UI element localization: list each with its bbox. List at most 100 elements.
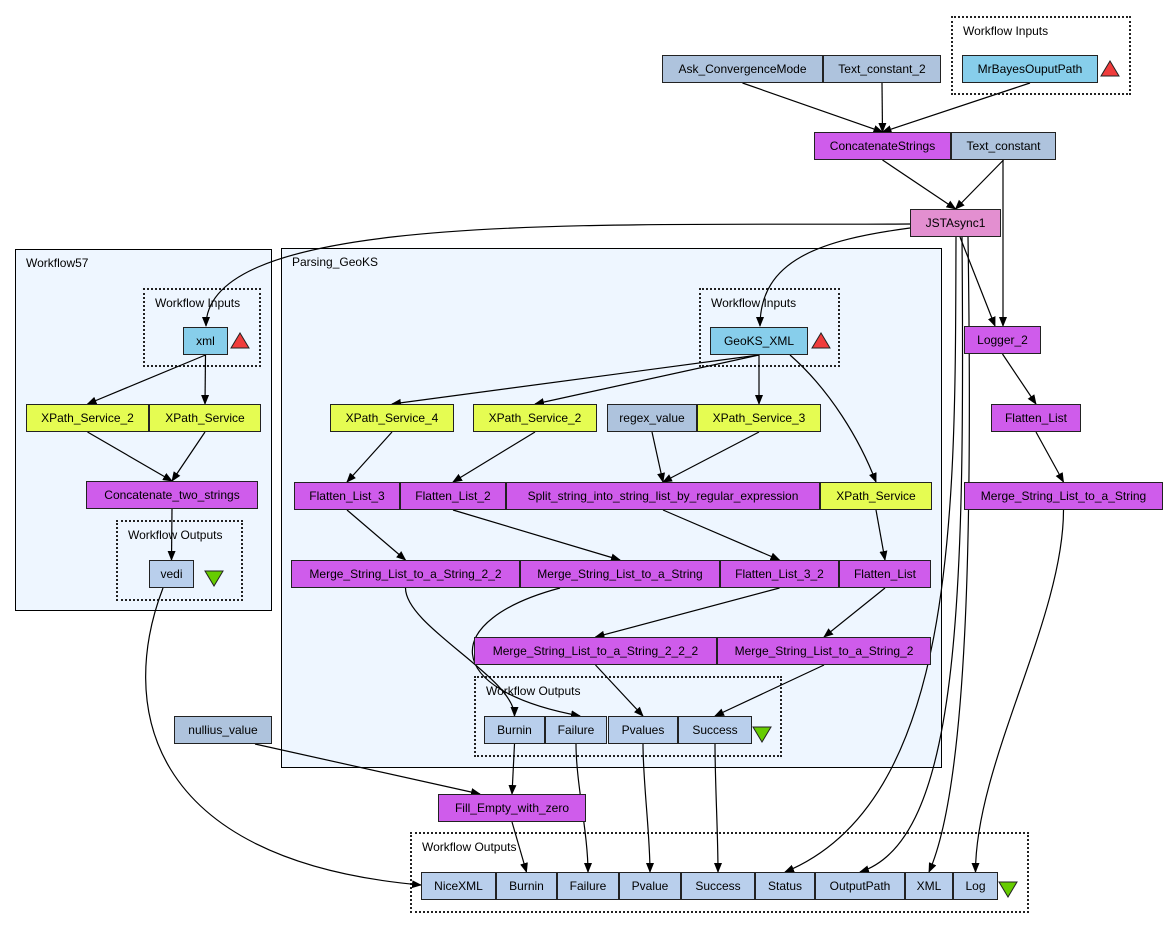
edge-m-to-o_failure: [471, 587, 581, 719]
node-burnin[interactable]: Burnin: [496, 872, 557, 900]
edge-mrb-to-concat: [881, 82, 1031, 133]
node-r-merge[interactable]: Merge_String_List_to_a_String: [964, 482, 1163, 510]
workflow-output-marker-icon: [204, 570, 224, 587]
cluster-label: Workflow57: [26, 256, 89, 270]
edge-fl32-to-m222: [594, 587, 780, 639]
edge-jst-to-geoks: [756, 227, 911, 327]
edge-ask-to-concat: [742, 82, 884, 133]
edge-w57_xp-to-cat2: [171, 431, 206, 482]
node-m222[interactable]: Merge_String_List_to_a_String_2_2_2: [474, 637, 717, 665]
node-m22[interactable]: Merge_String_List_to_a_String_2_2: [291, 560, 520, 588]
workflow-output-marker-icon: [998, 881, 1018, 898]
edge-r_fl-to-r_merge: [1035, 431, 1065, 483]
node-w57-xp[interactable]: XPath_Service: [149, 404, 261, 432]
edge-split-to-fl32: [662, 509, 781, 561]
node-tc[interactable]: Text_constant: [951, 132, 1056, 160]
edge-fl3-to-m22: [346, 509, 407, 561]
edge-o_success-to-success: [713, 743, 722, 873]
node-ask[interactable]: Ask_ConvergenceMode: [662, 55, 823, 83]
edge-xp3-to-split: [662, 431, 760, 483]
edge-o_pvalues-to-pvalue: [642, 743, 654, 873]
node-m[interactable]: Merge_String_List_to_a_String: [520, 560, 720, 588]
node-o-pvalues[interactable]: Pvalues: [608, 716, 678, 744]
edge-p_xp-to-p_fl: [875, 509, 888, 561]
node-regex[interactable]: regex_value: [607, 404, 697, 432]
cluster-label: Workflow Inputs: [155, 296, 241, 310]
edge-concat-to-jst: [882, 159, 957, 210]
edge-m22-to-o_burnin: [404, 587, 519, 717]
parsing-inputs: Workflow Inputs: [699, 288, 840, 367]
node-cat2[interactable]: Concatenate_two_strings: [86, 481, 258, 509]
edge-geoks-to-p_xp2: [534, 354, 760, 406]
node-log[interactable]: Log: [953, 872, 998, 900]
edge-tc2-to-concat: [878, 82, 887, 133]
node-vedi[interactable]: vedi: [149, 560, 194, 588]
node-fl2[interactable]: Flatten_List_2: [400, 482, 506, 510]
edge-tc-to-jst: [954, 159, 1004, 210]
edge-nullius-to-fill: [254, 743, 481, 796]
edge-xp4-to-fl3: [346, 431, 393, 483]
top-workflow-inputs: Workflow Inputs: [951, 16, 1131, 95]
node-logger[interactable]: Logger_2: [964, 326, 1041, 354]
edge-jst-to-outputpath: [859, 236, 964, 874]
edge-o_burnin-to-fill: [508, 743, 517, 795]
edge-xml-to-w57_xp2: [86, 354, 206, 405]
node-xml[interactable]: xml: [183, 327, 228, 355]
node-geoks[interactable]: GeoKS_XML: [710, 327, 808, 355]
node-outputpath[interactable]: OutputPath: [815, 872, 905, 900]
edge-regex-to-split: [651, 431, 665, 483]
cluster-label: Workflow Outputs: [128, 528, 223, 542]
workflow57-outputs: Workflow Outputs: [116, 520, 243, 601]
edge-jst-to-xml: [202, 223, 911, 327]
node-mrb[interactable]: MrBayesOuputPath: [962, 55, 1098, 83]
workflow-input-marker-icon: [1100, 60, 1120, 77]
node-p-xp[interactable]: XPath_Service: [820, 482, 932, 510]
node-fill[interactable]: Fill_Empty_with_zero: [438, 794, 586, 822]
workflow-output-marker-icon: [752, 726, 772, 743]
node-xmlout[interactable]: XML: [905, 872, 953, 900]
cluster-label: Workflow Inputs: [963, 24, 1049, 38]
node-r-fl[interactable]: Flatten_List: [991, 404, 1081, 432]
node-w57-xp2[interactable]: XPath_Service_2: [26, 404, 149, 432]
node-p-fl[interactable]: Flatten_List: [839, 560, 931, 588]
node-o-success[interactable]: Success: [678, 716, 752, 744]
node-fl3[interactable]: Flatten_List_3: [294, 482, 400, 510]
edge-xml-to-w57_xp: [201, 354, 210, 405]
edge-vedi-to-nicexml: [145, 587, 422, 889]
edge-geoks-to-xp4: [391, 354, 760, 407]
node-p-xp2[interactable]: XPath_Service_2: [473, 404, 597, 432]
node-failure[interactable]: Failure: [557, 872, 619, 900]
edge-cat2-to-vedi: [167, 508, 176, 561]
node-split[interactable]: Split_string_into_string_list_by_regular…: [506, 482, 820, 510]
edge-geoks-to-p_xp: [789, 354, 877, 483]
node-tc2[interactable]: Text_constant_2: [823, 55, 941, 83]
node-success[interactable]: Success: [681, 872, 755, 900]
edge-jst-to-status: [784, 236, 957, 873]
node-o-burnin[interactable]: Burnin: [484, 716, 545, 744]
edge-m2-to-o_success: [714, 664, 825, 717]
edge-fill-to-burnin: [511, 821, 528, 873]
edge-p_fl-to-m2: [823, 587, 886, 638]
main-workflow-outputs: Workflow Outputs: [410, 832, 1029, 913]
node-jst[interactable]: JSTAsync1: [910, 209, 1001, 237]
edge-p_xp2-to-fl2: [452, 431, 536, 483]
node-concat[interactable]: ConcatenateStrings: [814, 132, 951, 160]
node-nicexml[interactable]: NiceXML: [421, 872, 496, 900]
cluster-label: Parsing_GeoKS: [292, 255, 379, 269]
node-xp3[interactable]: XPath_Service_3: [697, 404, 821, 432]
node-fl32[interactable]: Flatten_List_3_2: [720, 560, 839, 588]
node-nullius[interactable]: nullius_value: [174, 716, 272, 744]
node-status[interactable]: Status: [755, 872, 815, 900]
node-m2[interactable]: Merge_String_List_to_a_String_2: [717, 637, 931, 665]
workflow-input-marker-icon: [230, 332, 250, 349]
edge-fl2-to-m: [452, 509, 621, 562]
edge-jst-to-logger: [959, 236, 996, 327]
edge-logger-to-r_fl: [1002, 353, 1037, 405]
node-pvalue[interactable]: Pvalue: [619, 872, 681, 900]
workflow57-inputs: Workflow Inputs: [143, 288, 261, 367]
node-o-failure[interactable]: Failure: [545, 716, 607, 744]
node-xp4[interactable]: XPath_Service_4: [330, 404, 454, 432]
edge-w57_xp2-to-cat2: [87, 431, 173, 482]
cluster-label: Workflow Inputs: [711, 296, 797, 310]
